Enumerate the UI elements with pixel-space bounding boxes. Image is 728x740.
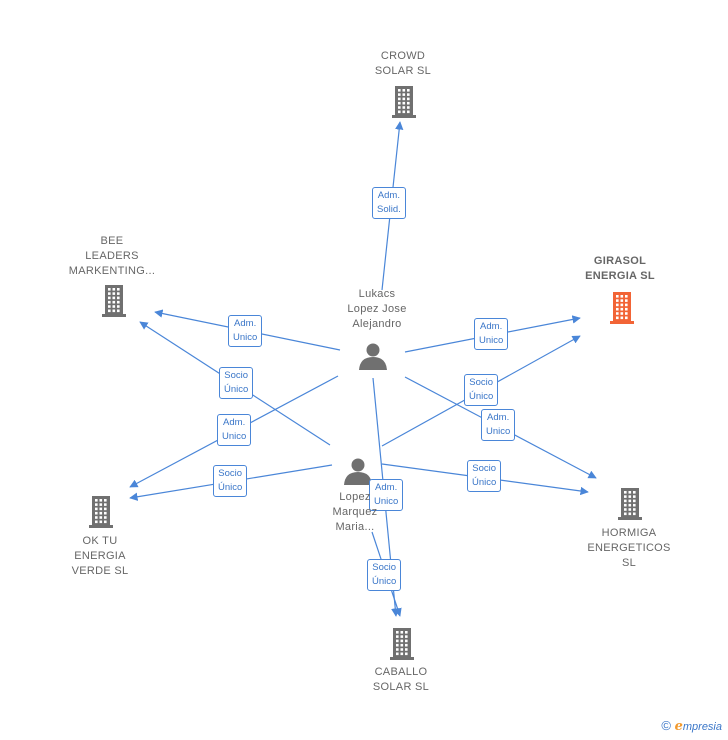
edge-label-lopez-caballo[interactable]: Socio Único: [367, 559, 402, 591]
node-label-okt[interactable]: OK TU ENERGIA VERDE SL: [71, 535, 129, 577]
building-icon-bee[interactable]: [102, 285, 126, 317]
edge-label-lukacs-hormiga[interactable]: Adm. Unico: [481, 409, 516, 441]
edge-label-lukacs-crowd[interactable]: Adm. Solid.: [372, 187, 406, 219]
building-icon-crowd[interactable]: [392, 86, 416, 118]
node-label-lopez[interactable]: Lopez Marquez Maria...: [332, 491, 378, 533]
node-label-caballo[interactable]: CABALLO SOLAR SL: [372, 666, 430, 693]
person-icon-lukacs[interactable]: [359, 343, 387, 371]
edge-label-lukacs-caballo[interactable]: Adm. Unico: [369, 479, 404, 511]
person-icon-lopez[interactable]: [344, 458, 372, 486]
edge-label-lopez-bee[interactable]: Socio Único: [219, 367, 254, 399]
building-icon-okt[interactable]: [89, 496, 113, 528]
edge-label-lopez-girasol[interactable]: Socio Único: [464, 374, 499, 406]
edge-label-lopez-okt[interactable]: Socio Único: [213, 465, 248, 497]
node-label-hormiga[interactable]: HORMIGA ENERGETICOS SL: [587, 527, 671, 569]
copyright-footer: © empresia: [661, 718, 722, 734]
edge-label-lukacs-girasol[interactable]: Adm. Unico: [474, 318, 509, 350]
node-label-lukacs[interactable]: Lukacs Lopez Jose Alejandro: [347, 288, 407, 330]
brand-logo-text: mpresia: [682, 721, 722, 733]
node-label-bee[interactable]: BEE LEADERS MARKENTING...: [68, 235, 156, 277]
copyright-symbol: ©: [661, 718, 671, 733]
node-label-crowd[interactable]: CROWD SOLAR SL: [374, 50, 432, 77]
edge-label-lukacs-bee[interactable]: Adm. Unico: [228, 315, 263, 347]
edge-label-lopez-hormiga[interactable]: Socio Único: [467, 460, 502, 492]
building-icon-caballo[interactable]: [390, 628, 414, 660]
building-icon-hormiga[interactable]: [618, 488, 642, 520]
building-icon-girasol[interactable]: [610, 292, 634, 324]
edge-label-lukacs-okt[interactable]: Adm. Unico: [217, 414, 252, 446]
node-label-girasol[interactable]: GIRASOL ENERGIA SL: [585, 255, 655, 282]
brand-logo-initial: e: [674, 719, 683, 734]
